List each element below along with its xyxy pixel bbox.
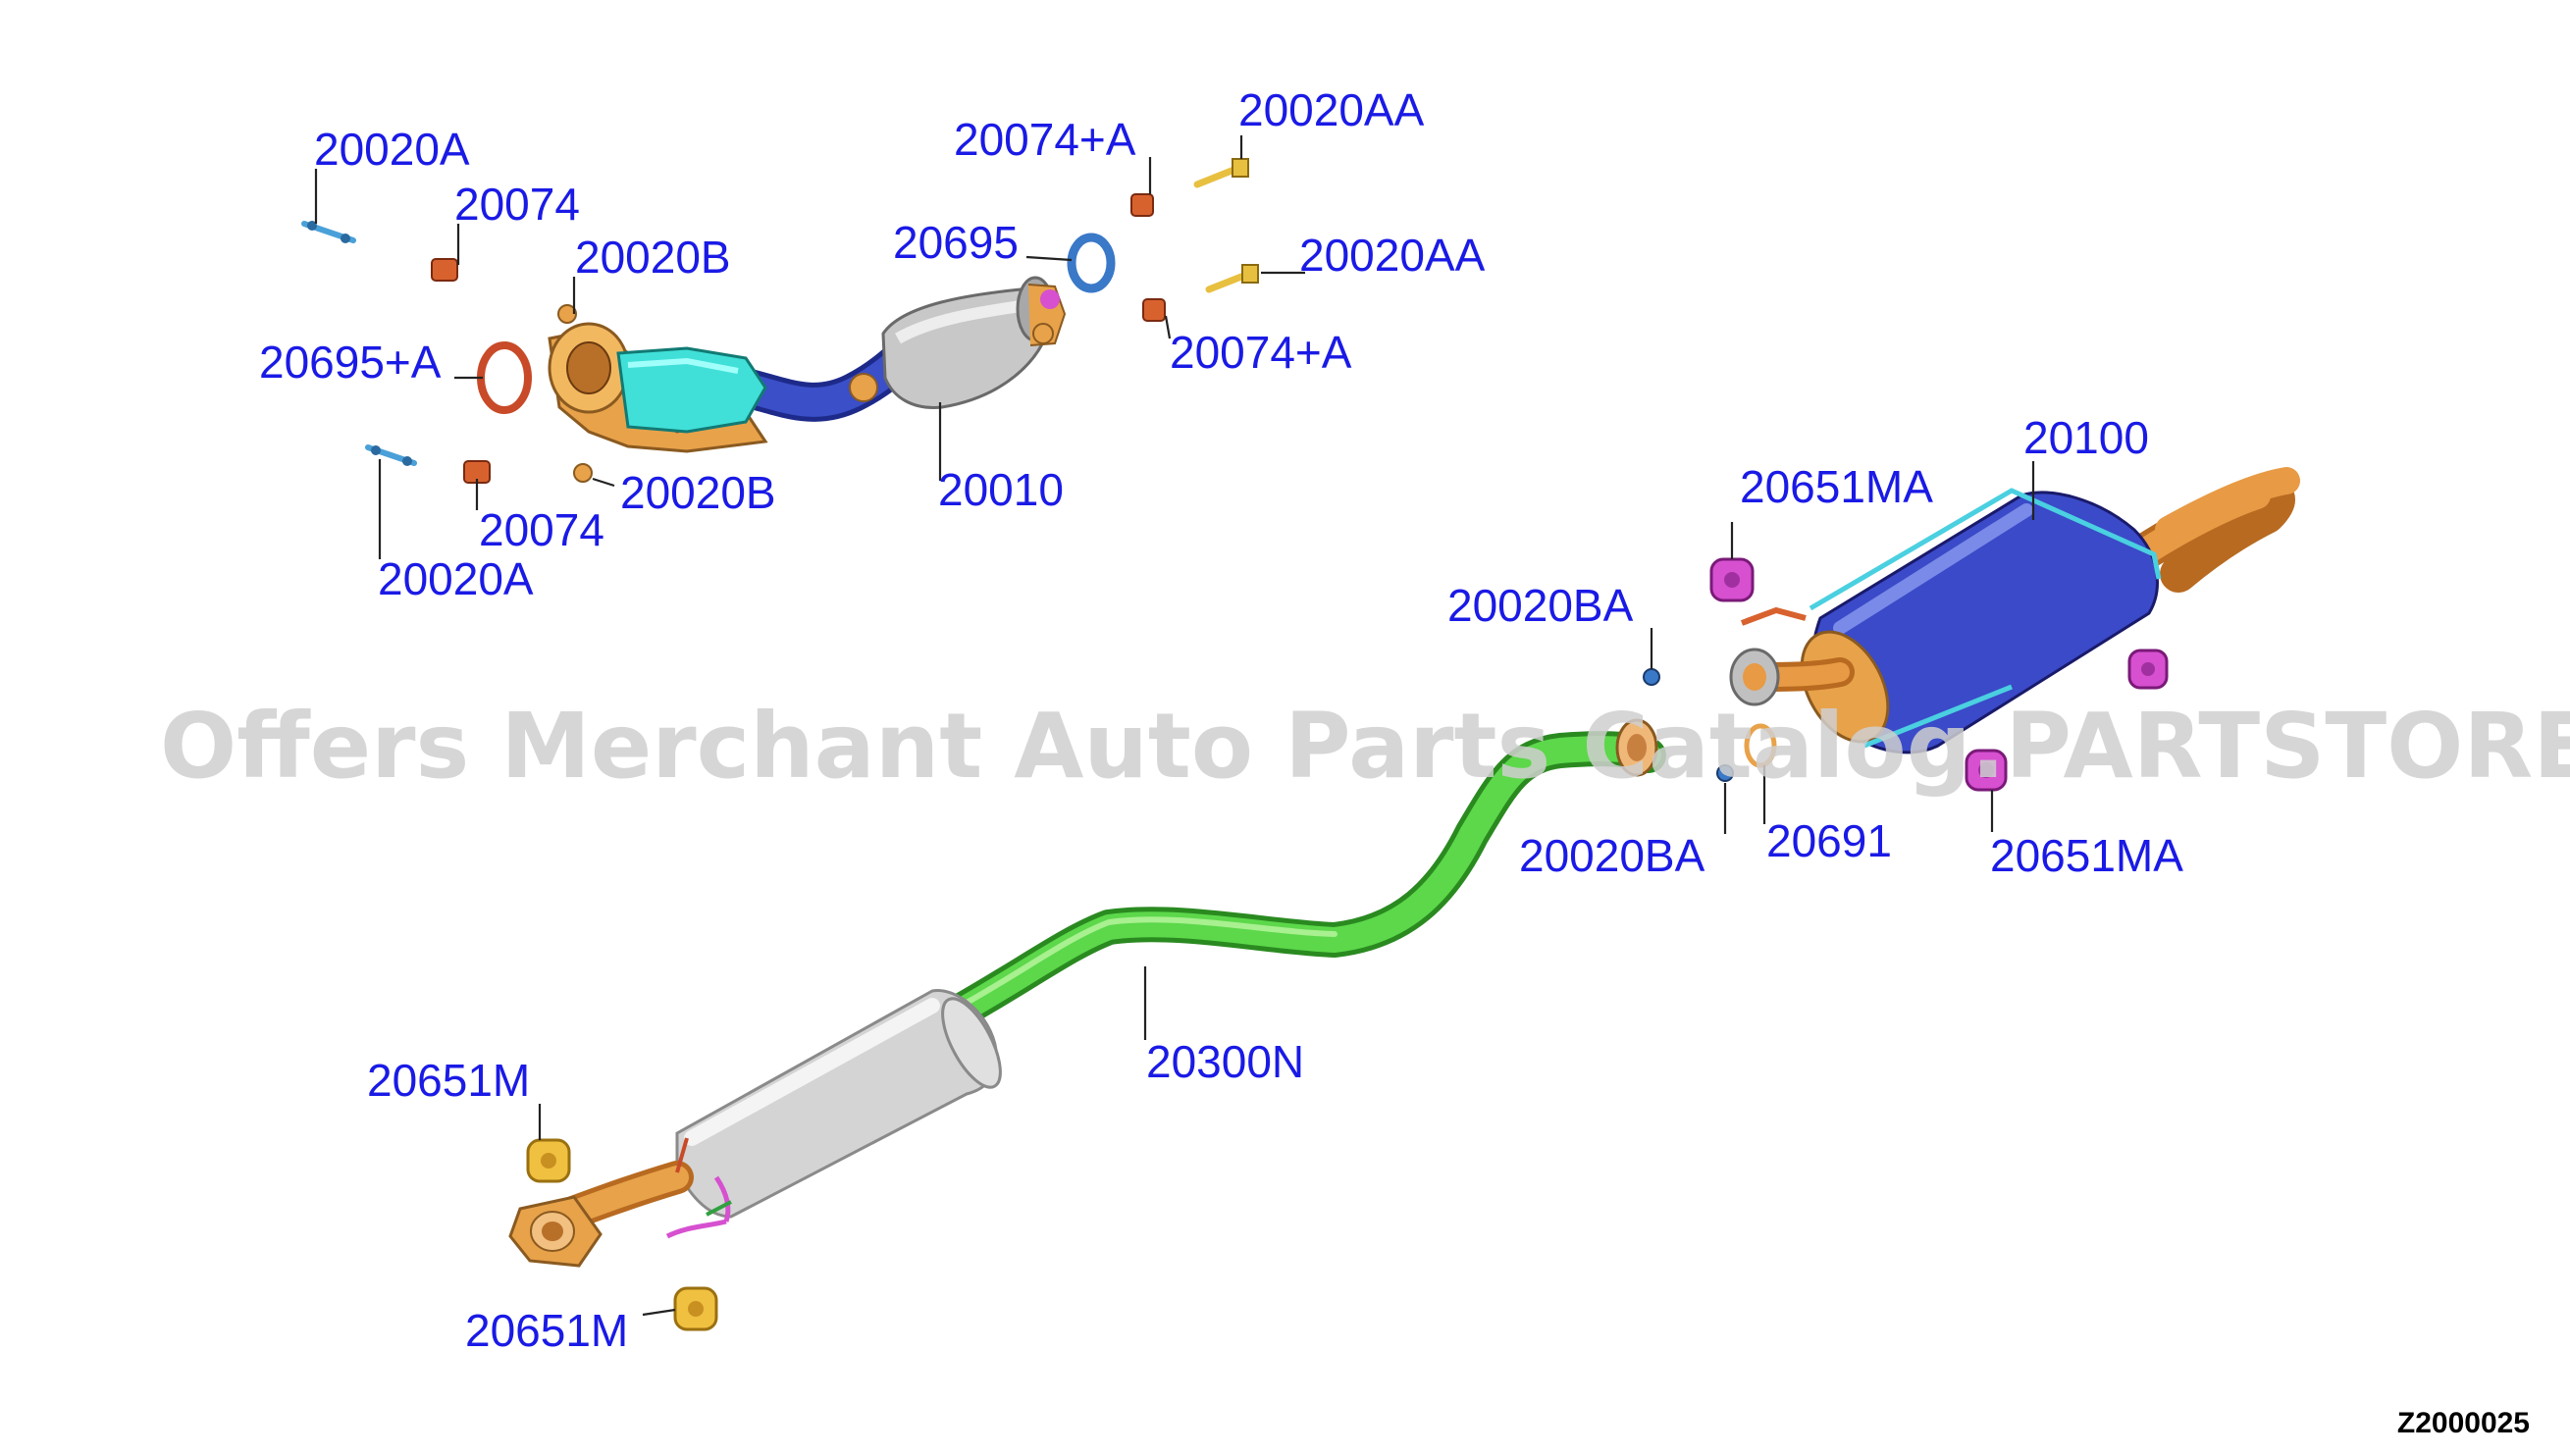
- callout-20010: 20010: [938, 464, 1064, 515]
- callout-20695: 20695: [893, 217, 1019, 268]
- callout-20651m-bottom: 20651M: [465, 1305, 628, 1356]
- callout-20300n: 20300N: [1146, 1036, 1304, 1087]
- diagram-code: Z2000025: [2397, 1407, 2530, 1439]
- callout-20020b-top: 20020B: [575, 232, 731, 283]
- rear-joint-hardware: [1643, 668, 1777, 782]
- front-rubber-mounts: [526, 1138, 718, 1331]
- manifold-catalyst-assembly: [548, 276, 1067, 453]
- callout-20020aa-mid: 20020AA: [1299, 230, 1486, 281]
- watermark: Offers Merchant Auto Parts Catalog.PARTS…: [160, 694, 2570, 799]
- center-pipe-20300N: [944, 718, 1666, 1028]
- rear-rubber-mounts: [1709, 557, 2169, 792]
- callout-20695a: 20695+A: [259, 337, 442, 388]
- callout-20691: 20691: [1766, 815, 1892, 866]
- callout-20020a-top: 20020A: [314, 124, 470, 175]
- callout-20074-top: 20074: [454, 179, 580, 230]
- callout-20020ba-bottom: 20020BA: [1519, 830, 1705, 881]
- callout-20074a-bottom: 20074+A: [1170, 327, 1352, 378]
- converter-outlet-hardware: [1067, 158, 1259, 322]
- front-resonator: [508, 988, 1002, 1268]
- callout-20651ma-bottom: 20651MA: [1990, 830, 2183, 881]
- callout-labels: 20020A 20074 20020B 20695+A 20074 20020B…: [259, 84, 2183, 1356]
- callout-20074-bottom: 20074: [479, 504, 604, 555]
- callout-20651ma-top: 20651MA: [1740, 461, 1933, 512]
- callout-20100: 20100: [2023, 412, 2149, 463]
- rear-muffler: [1729, 467, 2300, 754]
- leader-lines: [314, 135, 2035, 1317]
- callout-20020a-bottom: 20020A: [378, 553, 534, 604]
- callout-20074a-top: 20074+A: [954, 114, 1136, 165]
- callout-20020ba-top: 20020BA: [1447, 580, 1634, 631]
- callout-20020b-bottom: 20020B: [620, 467, 776, 518]
- callout-20651m-top: 20651M: [367, 1055, 530, 1106]
- callout-20020aa-top: 20020AA: [1238, 84, 1425, 135]
